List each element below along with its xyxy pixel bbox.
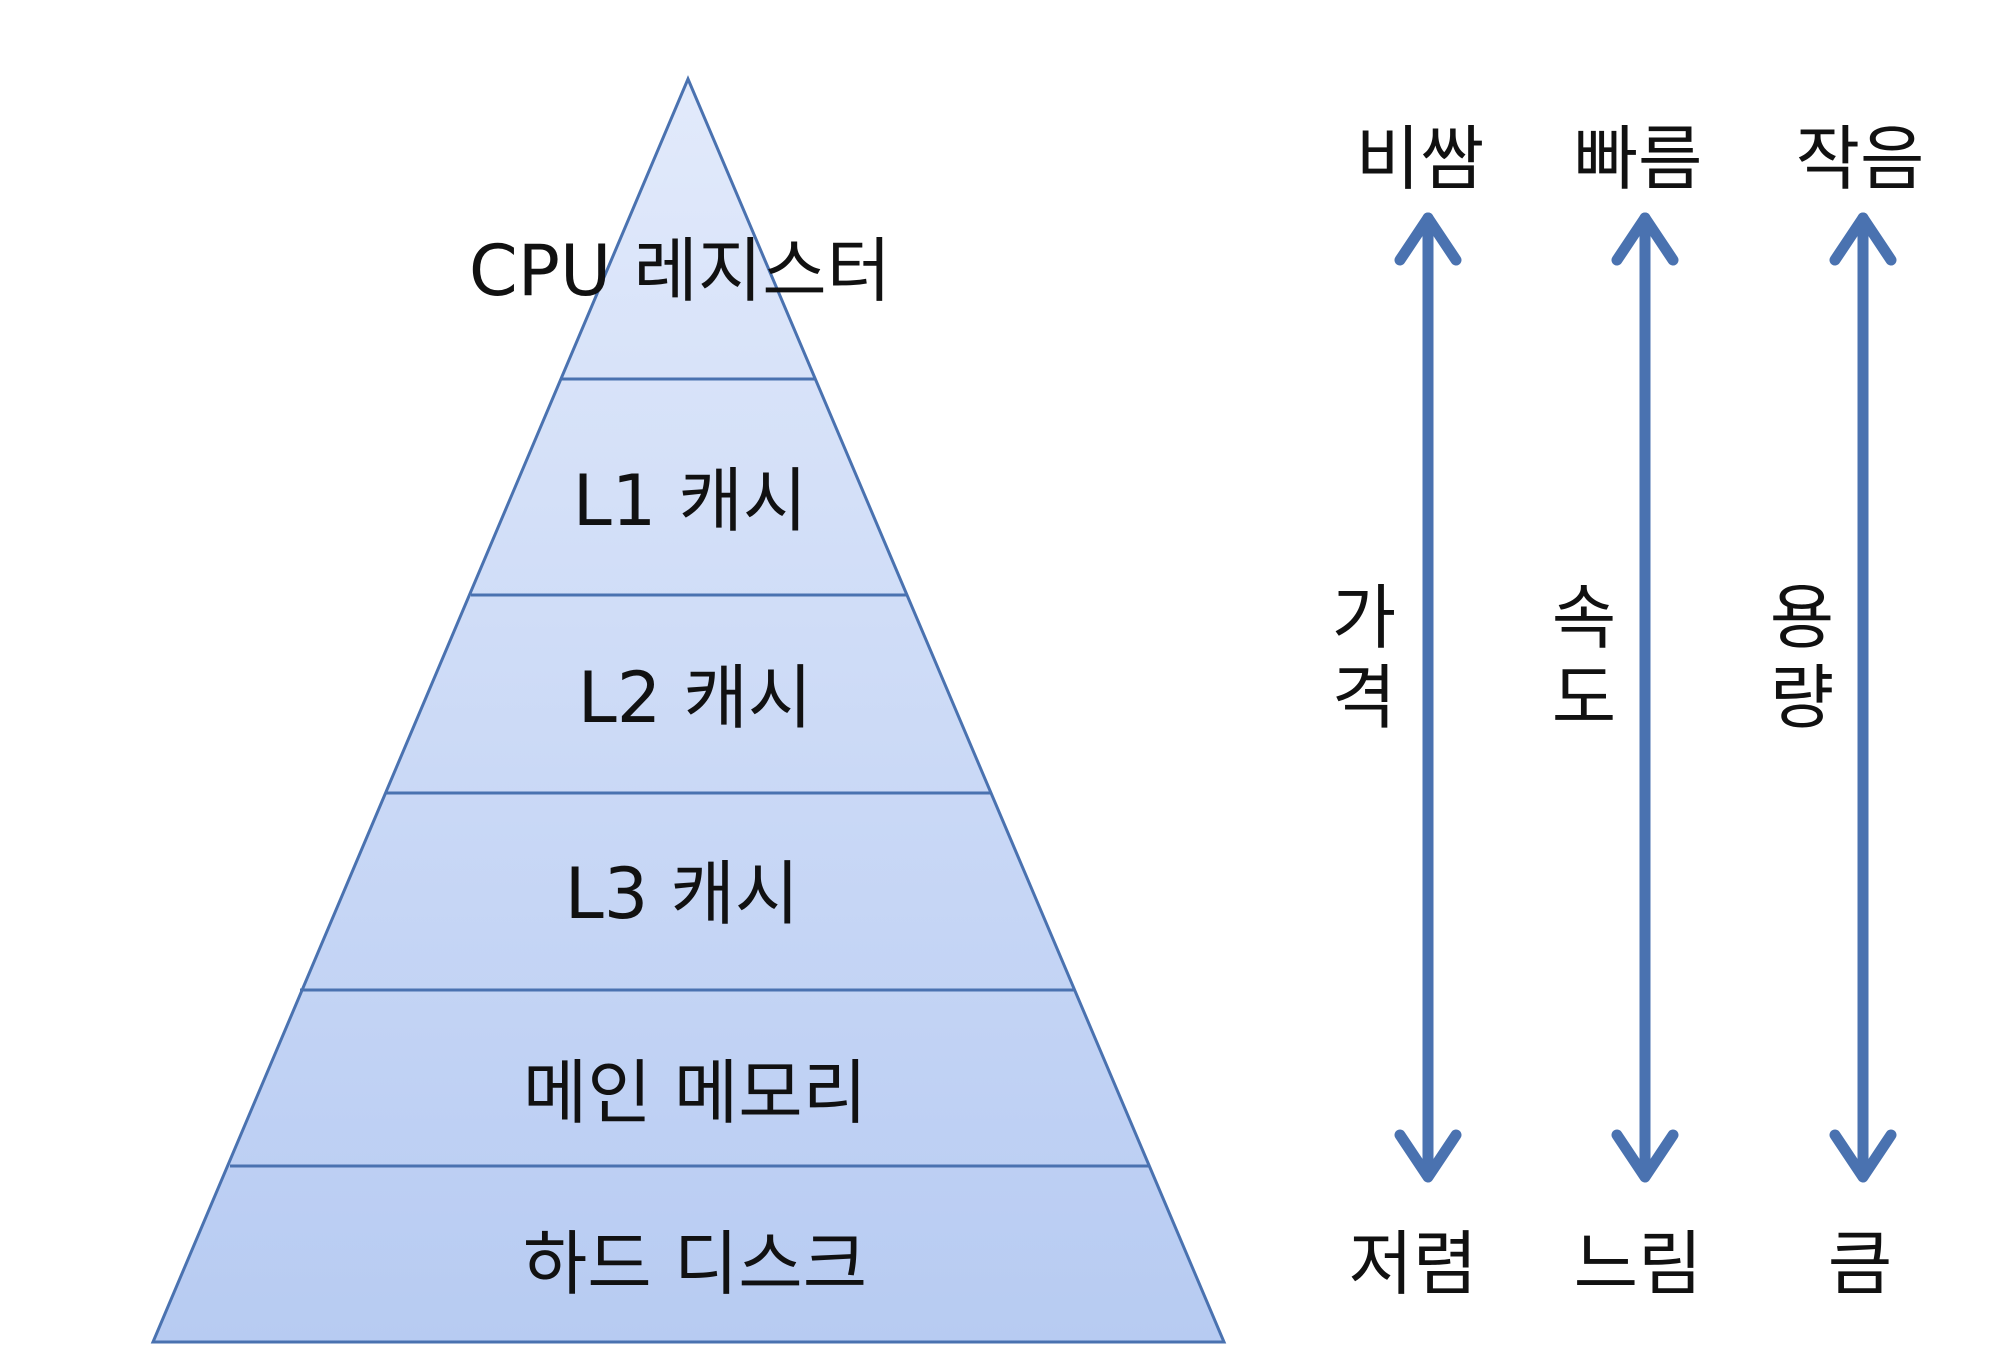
price-arrow-down-head <box>1394 1129 1462 1183</box>
level-label-cpu-register: CPU 레지스터 <box>469 230 891 312</box>
capacity-middle-label-2: 량 <box>1770 657 1834 739</box>
capacity-top-label: 작음 <box>1796 118 1925 200</box>
price-axis: 비쌈 가 격 저렴 <box>1332 118 1485 1305</box>
capacity-arrow-up-head <box>1829 212 1897 266</box>
price-arrow-up-head <box>1394 212 1462 266</box>
level-label-hard-disk: 하드 디스크 <box>523 1223 867 1305</box>
level-label-l2-cache: L2 캐시 <box>578 657 813 739</box>
speed-arrow-down-head <box>1611 1129 1679 1183</box>
speed-axis: 빠름 속 도 느림 <box>1552 118 1703 1305</box>
speed-middle-label-1: 속 <box>1552 577 1616 659</box>
price-middle-label-2: 격 <box>1332 657 1396 739</box>
speed-arrow-up-head <box>1611 212 1679 266</box>
capacity-middle-label-1: 용 <box>1770 577 1834 659</box>
price-bottom-label: 저렴 <box>1349 1223 1478 1305</box>
level-label-main-memory: 메인 메모리 <box>523 1052 867 1134</box>
capacity-bottom-label: 큼 <box>1828 1223 1892 1305</box>
capacity-axis: 작음 용 량 큼 <box>1770 118 1925 1305</box>
price-top-label: 비쌈 <box>1356 118 1485 200</box>
speed-bottom-label: 느림 <box>1574 1223 1703 1305</box>
speed-top-label: 빠름 <box>1574 118 1703 200</box>
price-middle-label-1: 가 <box>1332 577 1396 659</box>
level-label-l1-cache: L1 캐시 <box>573 460 808 542</box>
pyramid-shape <box>150 75 1227 1344</box>
level-label-l3-cache: L3 캐시 <box>565 853 800 935</box>
capacity-arrow-down-head <box>1829 1129 1897 1183</box>
speed-middle-label-2: 도 <box>1552 657 1616 739</box>
